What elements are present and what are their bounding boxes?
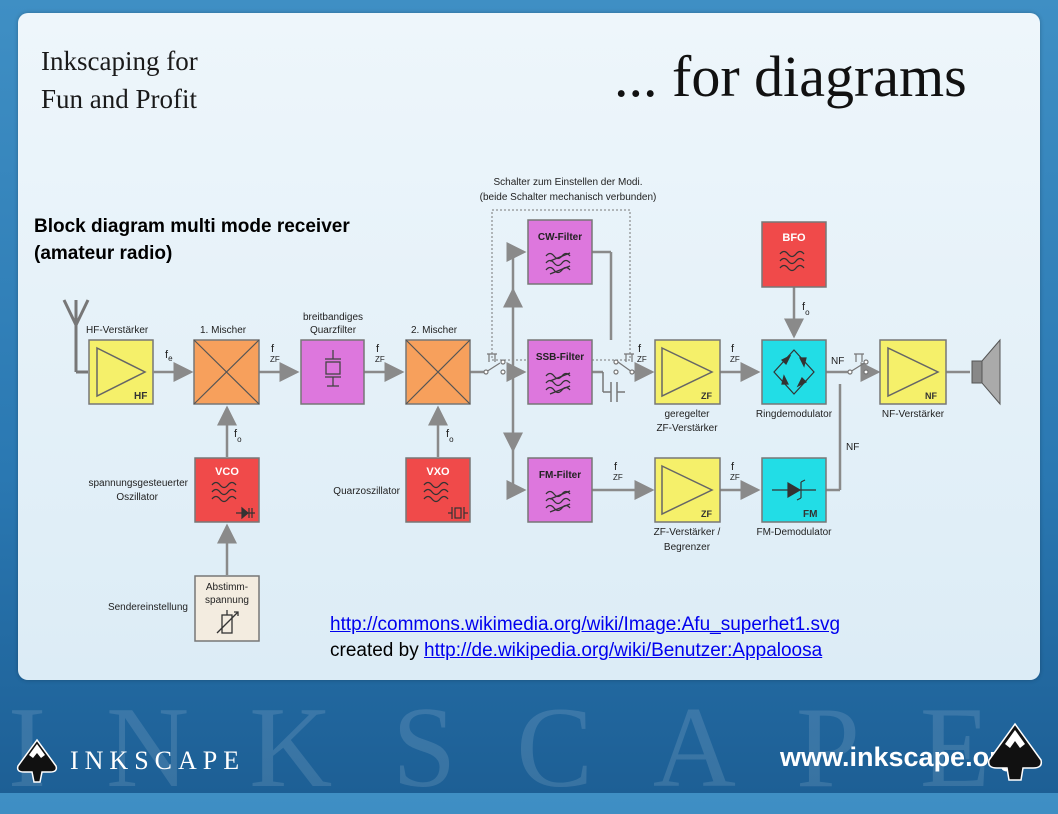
block-diagram: Schalter zum Einstellen der Modi. (beide… [62, 177, 1001, 642]
mixer1-label: 1. Mischer [200, 325, 247, 336]
tune-title-1: Abstimm- [206, 582, 248, 593]
cw-filter-title: CW-Filter [538, 232, 582, 243]
tuning-voltage-block [194, 575, 260, 642]
credit-block: http://commons.wikimedia.org/wiki/Image:… [330, 612, 840, 664]
bfo-block [761, 221, 827, 288]
crystal-icon [448, 507, 468, 519]
amplifier-triangle-icon [887, 346, 940, 398]
mixer2-label: 2. Mischer [411, 325, 458, 336]
cw-filter-block [527, 219, 593, 285]
zf-lim-text: ZF [701, 509, 712, 519]
vco-title: VCO [215, 466, 239, 478]
quartz-filter-label-1: breitbandiges [303, 312, 363, 323]
fm-demod-text: FM [803, 509, 817, 520]
mode-switch-left-icon [483, 353, 506, 375]
amplifier-triangle-icon [661, 464, 714, 516]
source-link[interactable]: http://commons.wikimedia.org/wiki/Image:… [330, 614, 841, 635]
vxo-block [405, 457, 471, 523]
speaker-icon [971, 338, 1001, 406]
fe-label: fe [165, 349, 173, 363]
vco-label-2: Oszillator [116, 492, 158, 503]
quartz-filter-block [300, 339, 365, 405]
zf-lim-label-1: ZF-Verstärker / [654, 527, 721, 538]
mixer-cross-icon [405, 339, 471, 405]
nf-amp-label: NF-Verstärker [882, 409, 945, 420]
wave-icon [211, 481, 237, 503]
amplifier-triangle-icon [661, 346, 714, 398]
varactor-diode-icon [236, 506, 255, 520]
wave-filter-icon [545, 490, 571, 513]
tune-label: Sendereinstellung [108, 602, 188, 613]
created-by-text: created by [330, 640, 419, 661]
fo-label-2: fo [446, 428, 454, 444]
nf-switch-icon [847, 353, 869, 375]
quartz-filter-label-2: Quarzfilter [310, 325, 357, 336]
wave-icon [779, 250, 805, 272]
signal-lines [153, 242, 970, 575]
wave-icon [423, 481, 449, 503]
ssb-capacitor-icon [602, 372, 625, 402]
nf-amplifier-block [879, 339, 947, 405]
mode-switch-right-icon [613, 353, 635, 375]
diode-ring-icon [773, 349, 815, 395]
inkscape-logo-icon [16, 738, 58, 783]
zf-amp-text: ZF [701, 391, 712, 401]
fo-label-3: fo [802, 301, 810, 317]
hf-amplifier-block [88, 339, 154, 405]
logo-wordmark: INKSCAPE [70, 746, 246, 775]
hf-amp-label: HF-Verstärker [86, 325, 149, 336]
wave-filter-icon [545, 372, 571, 395]
zf-amp-label-1: geregelter [664, 409, 710, 420]
amplifier-triangle-icon [96, 346, 147, 398]
fo-label-1: fo [234, 428, 242, 444]
crystal-icon [325, 350, 341, 387]
slide-title: ... for diagrams [614, 44, 967, 109]
ring-demod-label: Ringdemodulator [756, 409, 833, 420]
ssb-filter-title: SSB-Filter [536, 352, 584, 363]
zf-amp-label-2: ZF-Verstärker [656, 423, 718, 434]
mixer-cross-icon [193, 339, 260, 405]
variable-resistor-icon [216, 610, 239, 634]
zf-lim-label-2: Begrenzer [664, 542, 711, 553]
vco-block [194, 457, 260, 523]
switch-note-2: (beide Schalter mechanisch verbunden) [480, 192, 657, 203]
nf-label-2: NF [846, 442, 859, 453]
brand-title: Inkscaping for Fun and Profit [41, 46, 198, 114]
author-link[interactable]: http://de.wikipedia.org/wiki/Benutzer:Ap… [424, 640, 823, 661]
hf-amp-text: HF [134, 391, 147, 402]
switch-note-1: Schalter zum Einstellen der Modi. [494, 177, 643, 188]
footer-watermark: INKSCAPE [7, 684, 1051, 811]
vxo-title: VXO [426, 466, 450, 478]
antenna-icon [62, 299, 90, 374]
diagram-caption: Block diagram multi mode receiver (amate… [34, 216, 350, 264]
fm-filter-title: FM-Filter [539, 470, 581, 481]
tune-title-2: spannung [205, 595, 249, 606]
nf-amp-text: NF [925, 391, 937, 401]
wave-filter-icon [545, 252, 571, 275]
vxo-label: Quarzoszillator [333, 486, 400, 497]
inkscape-logo-icon [987, 722, 1043, 781]
fm-filter-block [527, 457, 593, 523]
fm-demod-label: FM-Demodulator [756, 527, 832, 538]
vco-label-1: spannungsgesteuerter [88, 478, 188, 489]
bfo-title: BFO [782, 232, 806, 244]
diode-icon [772, 479, 816, 501]
nf-label-1: NF [831, 356, 844, 367]
ssb-filter-block [527, 339, 593, 405]
website-url: www.inkscape.org [780, 742, 1017, 772]
